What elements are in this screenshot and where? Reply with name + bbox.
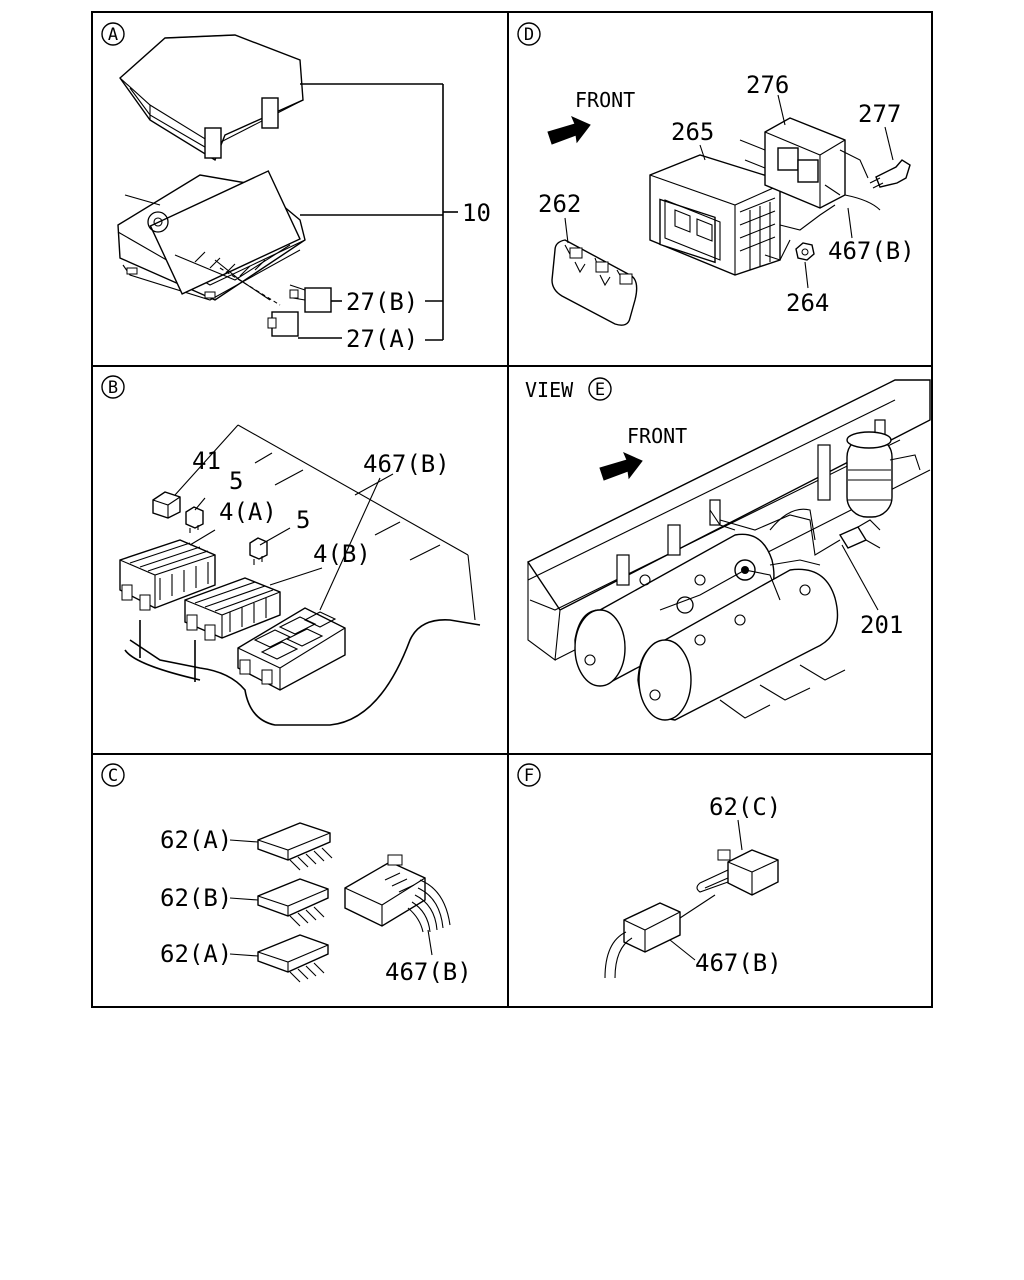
terminal-62c — [696, 849, 779, 896]
cover-plate-262 — [551, 239, 638, 326]
fuse-5-a — [185, 506, 204, 533]
label-27b: 27(B) — [346, 288, 418, 316]
fuse-block-4a — [119, 539, 216, 611]
label-27a: 27(A) — [346, 325, 418, 353]
panel-d-marker: D — [517, 22, 541, 46]
label-277: 277 — [858, 100, 901, 128]
panel-b-leaders — [174, 424, 476, 621]
label-62a-top: 62(A) — [160, 826, 232, 854]
panel-e-front-label: FRONT — [627, 424, 687, 448]
relay-41 — [152, 491, 181, 519]
label-264: 264 — [786, 289, 829, 317]
panel-c-letter: C — [108, 766, 118, 786]
label-5-b: 5 — [296, 506, 310, 534]
fuse-27b — [289, 284, 332, 313]
panel-b: B — [101, 375, 481, 726]
front-arrow-icon — [547, 116, 591, 145]
panel-e-letter: E — [595, 380, 605, 400]
panel-e: VIEW E FRONT — [525, 377, 931, 721]
panel-e-marker: E — [588, 377, 612, 401]
label-201: 201 — [860, 611, 903, 639]
air-tank-rear — [574, 533, 775, 687]
panel-a-letter: A — [108, 25, 118, 45]
label-4b: 4(B) — [313, 540, 371, 568]
label-4a: 4(A) — [219, 498, 277, 526]
fuse-27a — [267, 311, 299, 337]
panel-d-letter: D — [524, 25, 534, 45]
panel-f-marker: F — [517, 763, 541, 787]
label-10: 10 — [462, 199, 491, 227]
label-262: 262 — [538, 190, 581, 218]
panel-d: D FRONT — [517, 22, 915, 326]
harness-connector-467b — [344, 854, 451, 933]
diagram-frame — [91, 11, 933, 1008]
valves-and-pipes — [659, 508, 841, 614]
connector-467b-f — [604, 894, 716, 979]
bolt-277 — [869, 159, 911, 189]
tank-supports — [719, 664, 846, 719]
air-dryer — [838, 431, 921, 549]
panel-f: F 62(C) 467(B) — [517, 763, 782, 979]
label-62c: 62(C) — [709, 793, 781, 821]
panel-c-marker: C — [101, 763, 125, 787]
panel-a-leaders — [298, 83, 458, 341]
label-467b-b: 467(B) — [363, 450, 450, 478]
panel-b-letter: B — [108, 378, 118, 398]
label-62a-bottom: 62(A) — [160, 940, 232, 968]
air-tank-front — [637, 568, 839, 721]
fuse-box-cover — [119, 34, 304, 162]
panel-d-leaders — [564, 94, 894, 289]
fuse-block-4b — [184, 577, 281, 641]
label-62b: 62(B) — [160, 884, 232, 912]
front-arrow-icon-e — [599, 452, 643, 481]
panel-f-letter: F — [524, 766, 534, 786]
panel-a-marker: A — [101, 22, 125, 46]
label-5-a: 5 — [229, 467, 243, 495]
terminal-block-62a-top — [257, 822, 333, 871]
wire-harness — [124, 619, 481, 726]
relay-276 — [739, 117, 881, 211]
terminal-block-62a-bottom — [257, 934, 329, 983]
connector-housing-265 — [649, 154, 781, 276]
terminal-block-62b — [257, 878, 329, 927]
panel-d-front-label: FRONT — [575, 88, 635, 112]
panel-c: C 62(A) 62(B) 62(A) — [101, 763, 472, 986]
label-276: 276 — [746, 71, 789, 99]
panel-e-view-label: VIEW — [525, 378, 574, 402]
label-467b-d: 467(B) — [828, 237, 915, 265]
relay-block — [237, 607, 346, 691]
panel-a: A — [101, 22, 491, 353]
fuse-box-base — [117, 170, 306, 306]
panel-b-marker: B — [101, 375, 125, 399]
label-41: 41 — [192, 447, 221, 475]
nut-264 — [795, 242, 815, 261]
label-467b-c: 467(B) — [385, 958, 472, 986]
leader-201 — [841, 544, 879, 611]
label-265: 265 — [671, 118, 714, 146]
label-467b-f: 467(B) — [695, 949, 782, 977]
